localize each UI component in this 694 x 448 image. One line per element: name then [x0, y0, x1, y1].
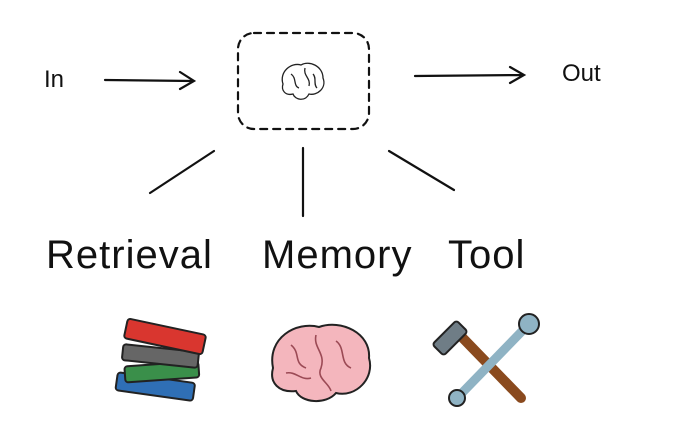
llm-box: [236, 31, 371, 131]
books-icon: [114, 317, 207, 402]
memory-brain-icon: [271, 323, 372, 402]
output-label: Out: [562, 60, 601, 87]
connector-retrieval: [148, 149, 216, 195]
tool-label: Tool: [448, 233, 526, 277]
hammer-wrench-icon: [432, 313, 540, 407]
retrieval-label: Retrieval: [46, 233, 213, 277]
input-label: In: [44, 66, 65, 93]
connector-tool: [387, 149, 456, 192]
output-arrow: [413, 65, 527, 85]
input-arrow: [103, 70, 197, 91]
brain-icon: [281, 62, 325, 100]
memory-label: Memory: [262, 233, 413, 277]
